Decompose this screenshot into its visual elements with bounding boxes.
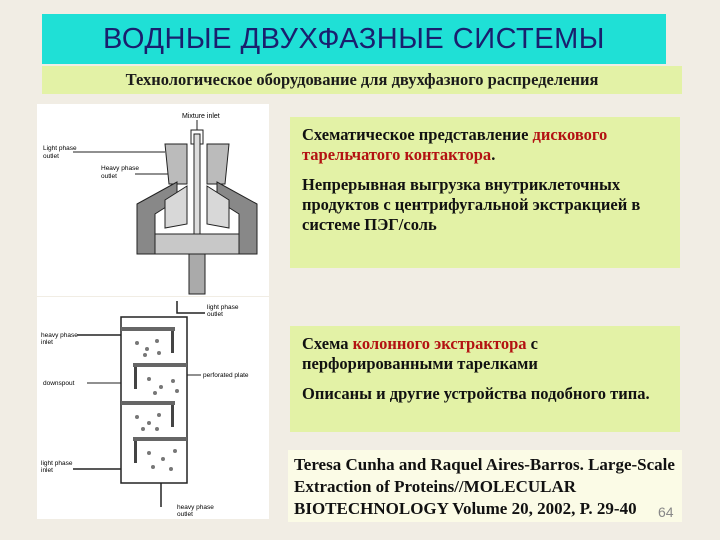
page-title: ВОДНЫЕ ДВУХФАЗНЫЕ СИСТЕМЫ bbox=[103, 22, 605, 55]
column-extractor-figure: light phase outlet heavy phase inlet per… bbox=[37, 297, 269, 519]
caption-highlight: дискового тарельчатого контактора bbox=[302, 125, 608, 164]
label-light-outlet-1: light phase bbox=[207, 304, 239, 311]
label-heavy-outlet-2: outlet bbox=[177, 511, 193, 518]
label-light-phase: Light phase bbox=[43, 145, 77, 152]
label-heavy-phase: Heavy phase bbox=[101, 165, 139, 172]
column-extractor-description: Схема колонного экстрактора с перфориров… bbox=[290, 326, 680, 432]
label-mixture-inlet: Mixture inlet bbox=[182, 113, 220, 120]
label-heavy-inlet-2: inlet bbox=[41, 339, 53, 346]
label-perforated-plate: perforated plate bbox=[203, 372, 249, 379]
reference-citation: Teresa Cunha and Raquel Aires-Barros. La… bbox=[288, 450, 682, 522]
label-heavy-outlet: outlet bbox=[101, 173, 117, 180]
disc-contactor-diagram: Mixture inlet Light phase outlet Heavy p… bbox=[43, 113, 258, 295]
disc-contactor-note: Непрерывная выгрузка внутриклеточных про… bbox=[302, 175, 641, 234]
caption-text: Схематическое представление bbox=[302, 125, 533, 144]
disc-contactor-description: Схематическое представление дискового та… bbox=[290, 117, 680, 268]
label-light-inlet-1: light phase bbox=[41, 460, 73, 467]
column-extractor-diagram: light phase outlet heavy phase inlet per… bbox=[41, 301, 249, 518]
label-light-outlet: outlet bbox=[43, 153, 59, 160]
page-number: 64 bbox=[658, 504, 674, 520]
column-extractor-caption: Схема колонного экстрактора с перфориров… bbox=[302, 334, 672, 374]
page-subtitle: Технологическое оборудование для двухфаз… bbox=[42, 66, 682, 94]
disc-contactor-figure: Mixture inlet Light phase outlet Heavy p… bbox=[37, 104, 269, 296]
column-extractor-note: Описаны и другие устройства подобного ти… bbox=[302, 384, 650, 403]
label-downspout: downspout bbox=[43, 380, 75, 387]
caption-end: . bbox=[491, 145, 496, 164]
label-light-outlet-2: outlet bbox=[207, 311, 223, 318]
label-heavy-outlet-1: heavy phase bbox=[177, 504, 214, 511]
title-bar: ВОДНЫЕ ДВУХФАЗНЫЕ СИСТЕМЫ bbox=[42, 14, 666, 64]
caption-end: с перфорированными тарелками bbox=[302, 334, 538, 373]
disc-contactor-caption: Схематическое представление дискового та… bbox=[302, 125, 672, 165]
label-heavy-inlet-1: heavy phase bbox=[41, 332, 78, 339]
caption-text: Схема bbox=[302, 334, 353, 353]
caption-highlight: колонного экстрактора bbox=[352, 334, 527, 353]
label-light-inlet-2: inlet bbox=[41, 467, 53, 474]
